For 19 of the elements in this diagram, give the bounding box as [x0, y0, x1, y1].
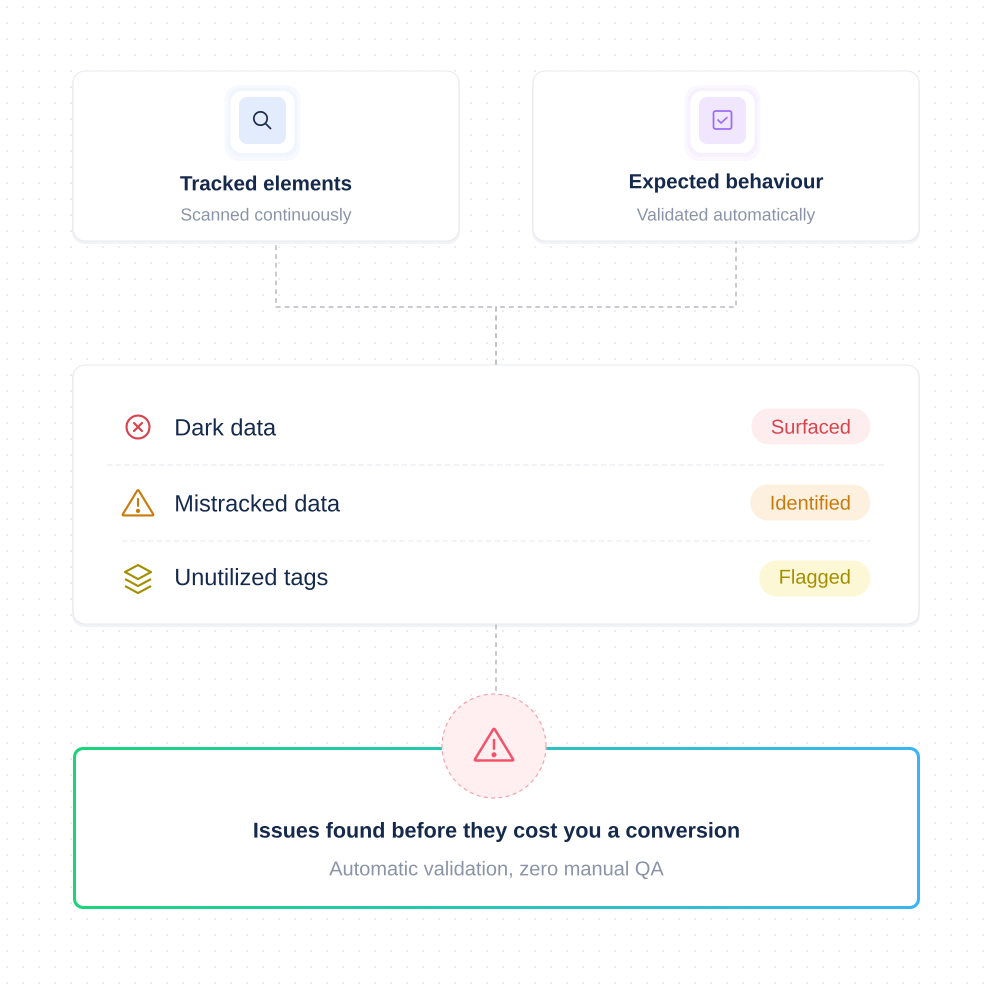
row-label: Unutilized tags [176, 568, 328, 590]
connector-line [495, 624, 497, 694]
card-subtitle: Scanned continuously [181, 208, 352, 224]
status-badge: Identified [750, 484, 870, 520]
card-title: Tracked elements [180, 175, 352, 191]
card [532, 70, 920, 244]
card [72, 364, 920, 627]
card [76, 750, 917, 906]
row-label: Dark data [176, 418, 276, 436]
card-subtitle: Validated automatically [636, 208, 816, 224]
row-label: Mistracked data [176, 494, 340, 512]
card [72, 70, 460, 244]
card-title: Expected behaviour [630, 173, 824, 193]
card-title: Issues found before they cost you a conversion [254, 822, 739, 842]
status-badge: Flagged [759, 560, 870, 596]
status-badge: Surfaced [752, 408, 870, 444]
dashed-circle [441, 693, 547, 799]
card-subtitle: Automatic validation, zero manual QA [329, 860, 664, 880]
connector-line [495, 242, 737, 364]
